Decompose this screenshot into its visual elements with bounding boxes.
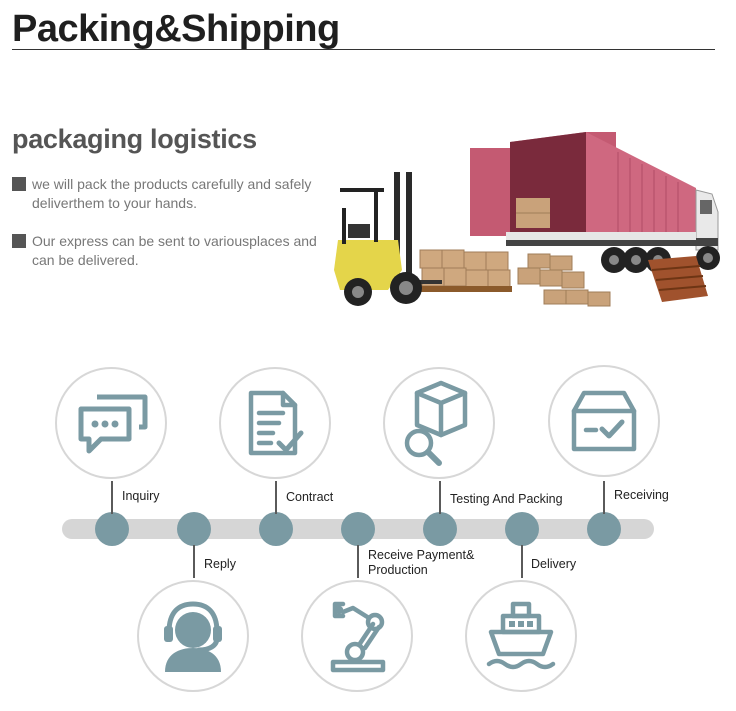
ship-icon [486, 601, 556, 670]
connector-line [193, 545, 195, 578]
connector-line [521, 545, 523, 578]
timeline-node-testing [423, 512, 457, 546]
bullet-text: we will pack the products carefully and … [32, 176, 312, 211]
step-label-contract: Contract [286, 490, 334, 504]
step-label-receiving: Receiving [614, 488, 669, 502]
square-bullet-icon [12, 177, 26, 191]
connector-line [603, 481, 605, 514]
step-label-inquiry: Inquiry [122, 489, 160, 503]
connector-line [357, 545, 359, 578]
square-bullet-icon [12, 234, 26, 248]
robot-arm-icon [330, 601, 386, 673]
page-title: Packing&Shipping [12, 8, 340, 50]
section-subtitle: packaging logistics [12, 124, 257, 154]
step-circle-receiving [548, 365, 660, 477]
title-divider [12, 49, 715, 50]
timeline-node-reply [177, 512, 211, 546]
timeline-node-inquiry [95, 512, 129, 546]
timeline-node-delivery [505, 512, 539, 546]
box-magnifier-icon [404, 380, 468, 466]
step-circle-delivery [465, 580, 577, 692]
document-check-icon [248, 390, 304, 456]
timeline-node-receiving [587, 512, 621, 546]
connector-line [111, 481, 113, 514]
bullet-item: Our express can be sent to variousplaces… [12, 232, 322, 270]
step-circle-inquiry [55, 367, 167, 479]
connector-line [275, 481, 277, 514]
step-circle-reply [137, 580, 249, 692]
headset-agent-icon [164, 601, 222, 672]
step-label-payment: Receive Payment& Production [368, 548, 475, 577]
bullet-item: we will pack the products carefully and … [12, 175, 322, 213]
step-circle-testing [383, 367, 495, 479]
step-label-delivery: Delivery [531, 557, 577, 571]
step-circle-payment [301, 580, 413, 692]
timeline-node-payment [341, 512, 375, 546]
chat-bubbles-icon [78, 394, 148, 454]
connector-line [439, 481, 441, 514]
bullet-text: Our express can be sent to variousplaces… [32, 233, 317, 268]
step-label-reply: Reply [204, 557, 236, 571]
timeline-node-contract [259, 512, 293, 546]
step-circle-contract [219, 367, 331, 479]
forklift-truck-illustration [334, 132, 720, 307]
step-label-testing: Testing And Packing [450, 492, 563, 506]
received-box-icon [571, 390, 637, 452]
